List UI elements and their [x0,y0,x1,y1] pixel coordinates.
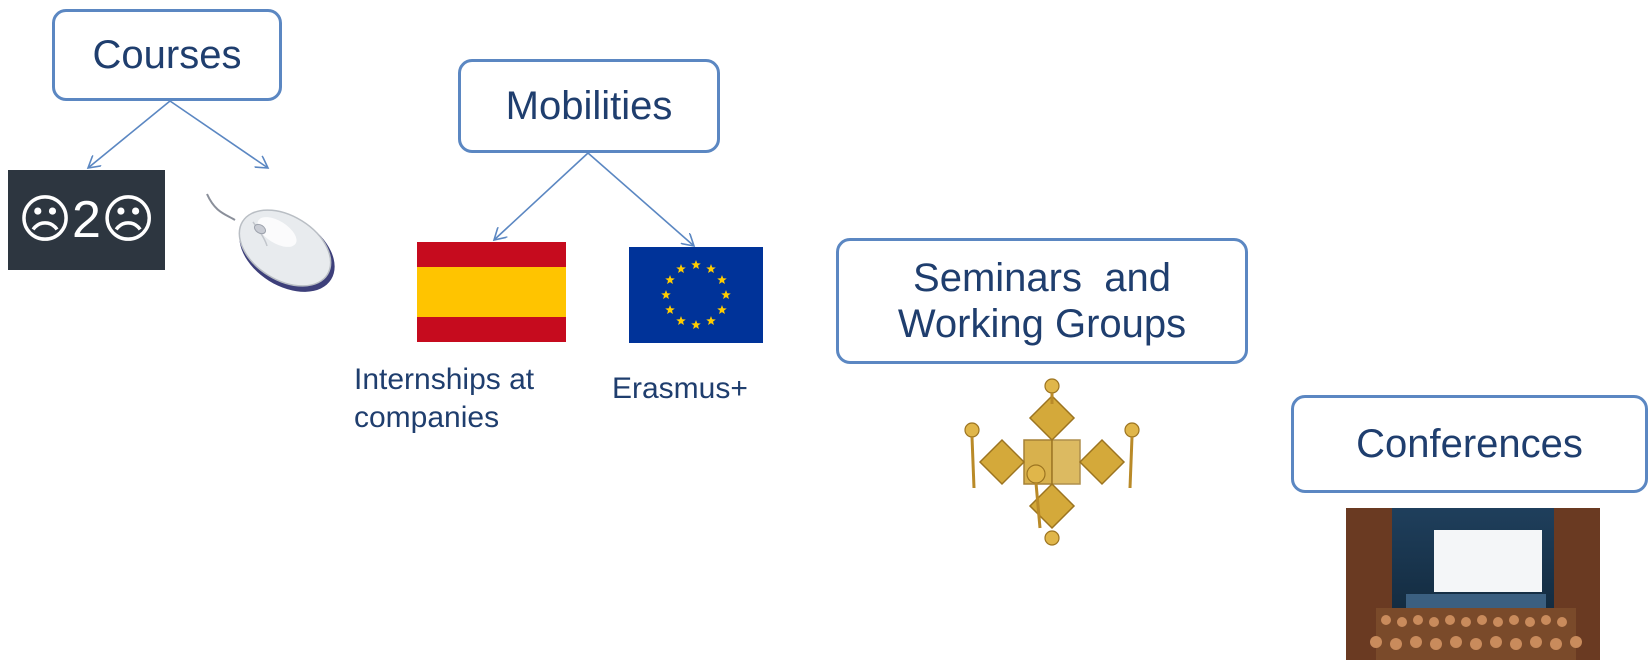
emoji-badge-text: ☹2☹ [17,191,156,249]
eu-star-icon [691,260,701,270]
eu-star-icon [661,290,671,300]
seminars-label-line1: Seminars and [913,256,1171,300]
courses-node: Courses [52,9,282,101]
arrow-courses-to-mouse [169,100,268,168]
erasmus-caption-text: Erasmus+ [612,372,748,405]
eu-star-icon [717,305,727,315]
eu-star-icon [665,275,675,285]
eu-flag-icon [629,247,763,343]
mobilities-label: Mobilities [505,84,673,128]
spain-flag-icon [417,242,566,342]
arrow-courses-to-badge [88,100,171,168]
seminars-node: Seminars and Working Groups [836,238,1248,364]
eu-star-icon [706,264,716,274]
eu-star-icon [676,315,686,326]
conferences-node: Conferences [1291,395,1648,493]
emoji-badge: ☹2☹ [8,170,165,270]
eu-star-icon [706,315,716,326]
seminars-label-line2: Working Groups [897,302,1187,346]
mobilities-node: Mobilities [458,59,720,153]
eu-star-icon [717,275,727,285]
eu-star-icon [691,320,701,330]
internships-caption: Internships at companies [354,361,534,436]
arrow-mobilities-to-eu [587,152,694,246]
eu-star-icon [676,264,686,274]
internships-caption-line2: companies [354,400,500,434]
erasmus-caption: Erasmus+ [612,370,748,408]
conferences-label: Conferences [1356,422,1583,466]
courses-label: Courses [92,33,242,77]
teamwork-puzzle-icon [964,378,1140,546]
computer-mouse-icon [206,193,335,292]
internships-caption-line1: Internships at [354,363,535,396]
arrow-mobilities-to-spain [494,152,589,240]
conference-hall-photo [1346,508,1600,660]
eu-star-icon [665,305,675,315]
eu-star-icon [721,290,731,300]
